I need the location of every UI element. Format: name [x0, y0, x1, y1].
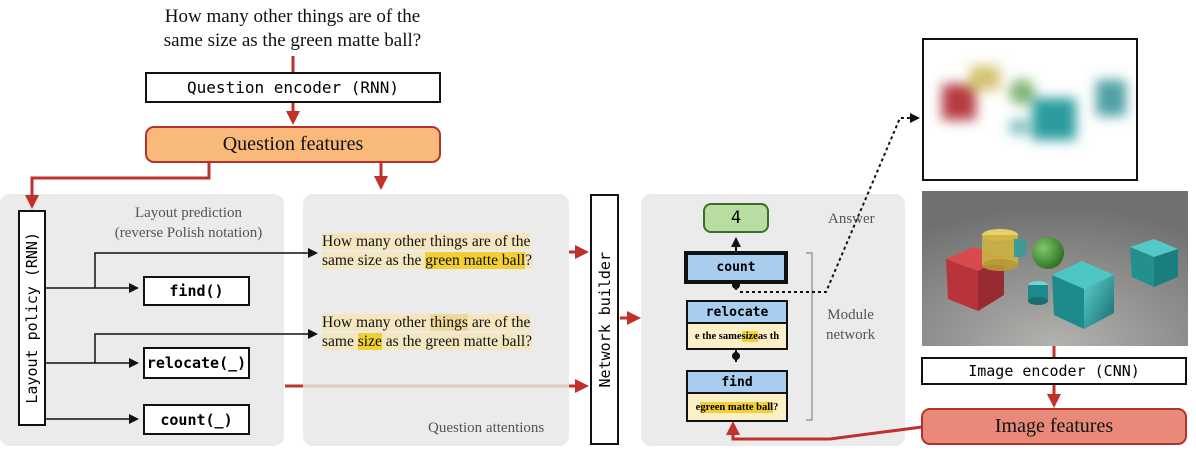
answer-label: Answer — [828, 211, 875, 227]
image-features-box: Image features — [921, 408, 1187, 445]
module-relocate-text-a: e the same — [694, 330, 742, 342]
attention-relocate-highlight: size — [357, 333, 382, 350]
attention-find: How many other things are of the same si… — [322, 232, 558, 270]
network-builder-label: Network builder — [595, 251, 614, 388]
input-question: How many other things are of the same si… — [120, 5, 465, 53]
count-attention-link — [740, 113, 920, 293]
answer-box: 4 — [703, 203, 769, 233]
image-features-label: Image features — [994, 415, 1114, 437]
network-builder-box: Network builder — [590, 194, 619, 445]
module-find-text-b: ? — [773, 401, 779, 413]
arrow-features-to-layout-policy — [25, 162, 211, 209]
module-network-line-1: Module — [827, 307, 874, 323]
layout-prediction-line-1: Layout prediction — [134, 205, 243, 221]
module-count: count — [684, 251, 788, 284]
image-encoder-box: Image encoder (CNN) — [921, 357, 1187, 385]
module-relocate-attention: e the same size as th — [686, 324, 788, 350]
module-network-line-2: network — [826, 327, 876, 343]
question-encoder-label: Question encoder (RNN) — [187, 78, 399, 97]
attention-map-image — [922, 38, 1138, 181]
module-find-text-a: e — [695, 401, 701, 413]
module-relocate-text-b: as th — [757, 330, 780, 342]
attention-relocate-line-1b: are of the — [467, 314, 531, 331]
attention-find-line-1: How many other things are of the — [322, 233, 531, 250]
question-features-box: Question features — [145, 126, 441, 163]
answer-value: 4 — [730, 208, 742, 228]
layout-prediction-line-2: (reverse Polish notation) — [114, 225, 263, 241]
arrow-image-features-to-find — [726, 421, 923, 441]
question-encoder-box: Question encoder (RNN) — [145, 72, 441, 103]
op-find: find() — [143, 276, 250, 306]
image-encoder-label: Image encoder (CNN) — [968, 362, 1140, 380]
module-network-label: Module network — [826, 305, 875, 345]
question-features-label: Question features — [222, 133, 364, 155]
attention-relocate-line-2b: as the green matte ball? — [381, 333, 533, 350]
input-image — [922, 191, 1188, 346]
attention-find-line-2a: same size as the — [322, 252, 426, 269]
module-find: find — [686, 370, 788, 394]
layout-prediction-label: Layout prediction (reverse Polish notati… — [96, 203, 281, 243]
question-line-2: same size as the green matte ball? — [163, 30, 422, 51]
module-relocate-text-hl: size — [741, 330, 758, 342]
attention-relocate-things: things — [430, 314, 468, 331]
op-count: count(_) — [143, 404, 250, 435]
module-find-text-hl: green matte ball — [700, 401, 774, 413]
attention-find-highlight: green matte ball — [425, 252, 526, 269]
module-count-label: count — [716, 260, 756, 275]
op-find-label: find() — [169, 282, 224, 300]
layout-policy-label: Layout policy (RNN) — [23, 232, 41, 404]
op-count-label: count(_) — [160, 410, 233, 429]
module-relocate-label: relocate — [705, 304, 769, 320]
attention-relocate-line-1a: How many other — [322, 314, 431, 331]
attention-relocate-line-2a: same — [322, 333, 358, 350]
layout-policy-box: Layout policy (RNN) — [18, 210, 46, 426]
op-relocate-label: relocate(_) — [146, 354, 247, 372]
module-find-attention: e green matte ball ? — [686, 394, 788, 422]
attention-find-line-2b: ? — [525, 252, 533, 269]
module-relocate: relocate — [686, 300, 788, 324]
attention-relocate: How many other things are of the same si… — [322, 313, 558, 351]
question-attentions-label: Question attentions — [428, 420, 545, 436]
question-line-1: How many other things are of the — [164, 6, 421, 27]
op-relocate: relocate(_) — [143, 347, 250, 379]
module-find-label: find — [721, 374, 753, 390]
